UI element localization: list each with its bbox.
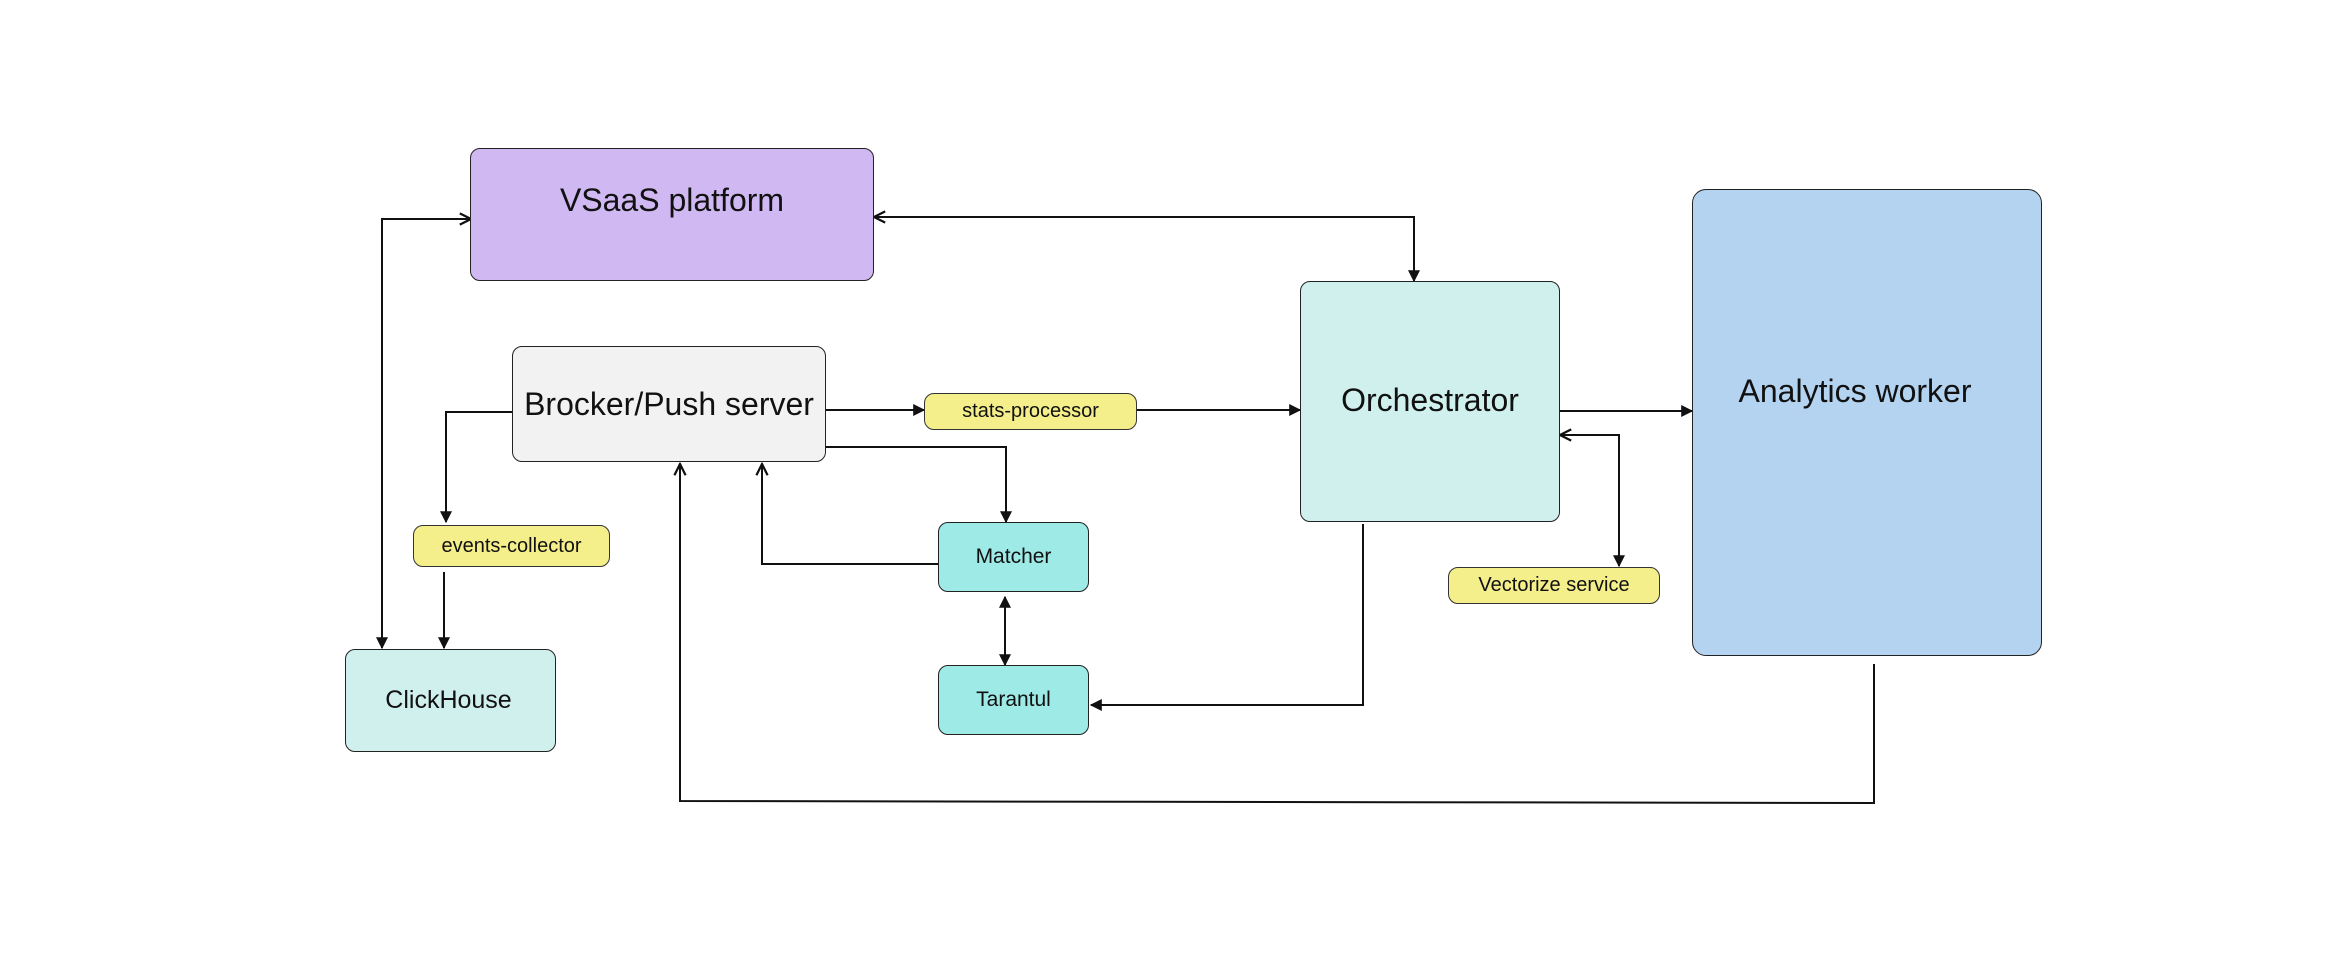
- edge-broker-events-collector: [440, 411, 513, 524]
- tag-label: events-collector: [441, 534, 582, 557]
- node-label: Orchestrator: [1341, 382, 1519, 418]
- edge-orchestrator-tarantul: [1089, 524, 1364, 711]
- node-label: Matcher: [975, 545, 1052, 568]
- edge-matcher-broker: [762, 464, 939, 565]
- node-analytics-worker[interactable]: Analytics worker: [1692, 189, 2042, 656]
- edge-orchestrator-vectorize: [1560, 435, 1619, 566]
- node-clickhouse[interactable]: ClickHouse: [345, 649, 556, 752]
- node-broker-push-server[interactable]: Brocker/Push server: [512, 346, 826, 462]
- node-vsaas-platform[interactable]: VSaaS platform: [470, 148, 874, 281]
- node-label: ClickHouse: [385, 686, 512, 714]
- node-label: Brocker/Push server: [524, 385, 814, 422]
- node-orchestrator[interactable]: Orchestrator: [1300, 281, 1560, 522]
- tag-events-collector[interactable]: events-collector: [413, 525, 610, 567]
- node-label: VSaaS platform: [559, 182, 785, 218]
- node-matcher[interactable]: Matcher: [938, 522, 1089, 592]
- node-label: Tarantul: [976, 688, 1051, 711]
- node-tarantul[interactable]: Tarantul: [938, 665, 1089, 735]
- tag-stats-processor[interactable]: stats-processor: [924, 393, 1137, 430]
- tag-label: Vectorize service: [1478, 574, 1630, 596]
- edge-broker-matcher: [826, 446, 1012, 524]
- node-label: Analytics worker: [1738, 373, 1972, 409]
- edge-clickhouse-vsaas: [382, 219, 471, 648]
- edge-vsaas-orchestrator: [874, 217, 1414, 281]
- tag-label: stats-processor: [962, 400, 1099, 422]
- tag-vectorize-service[interactable]: Vectorize service: [1448, 567, 1660, 604]
